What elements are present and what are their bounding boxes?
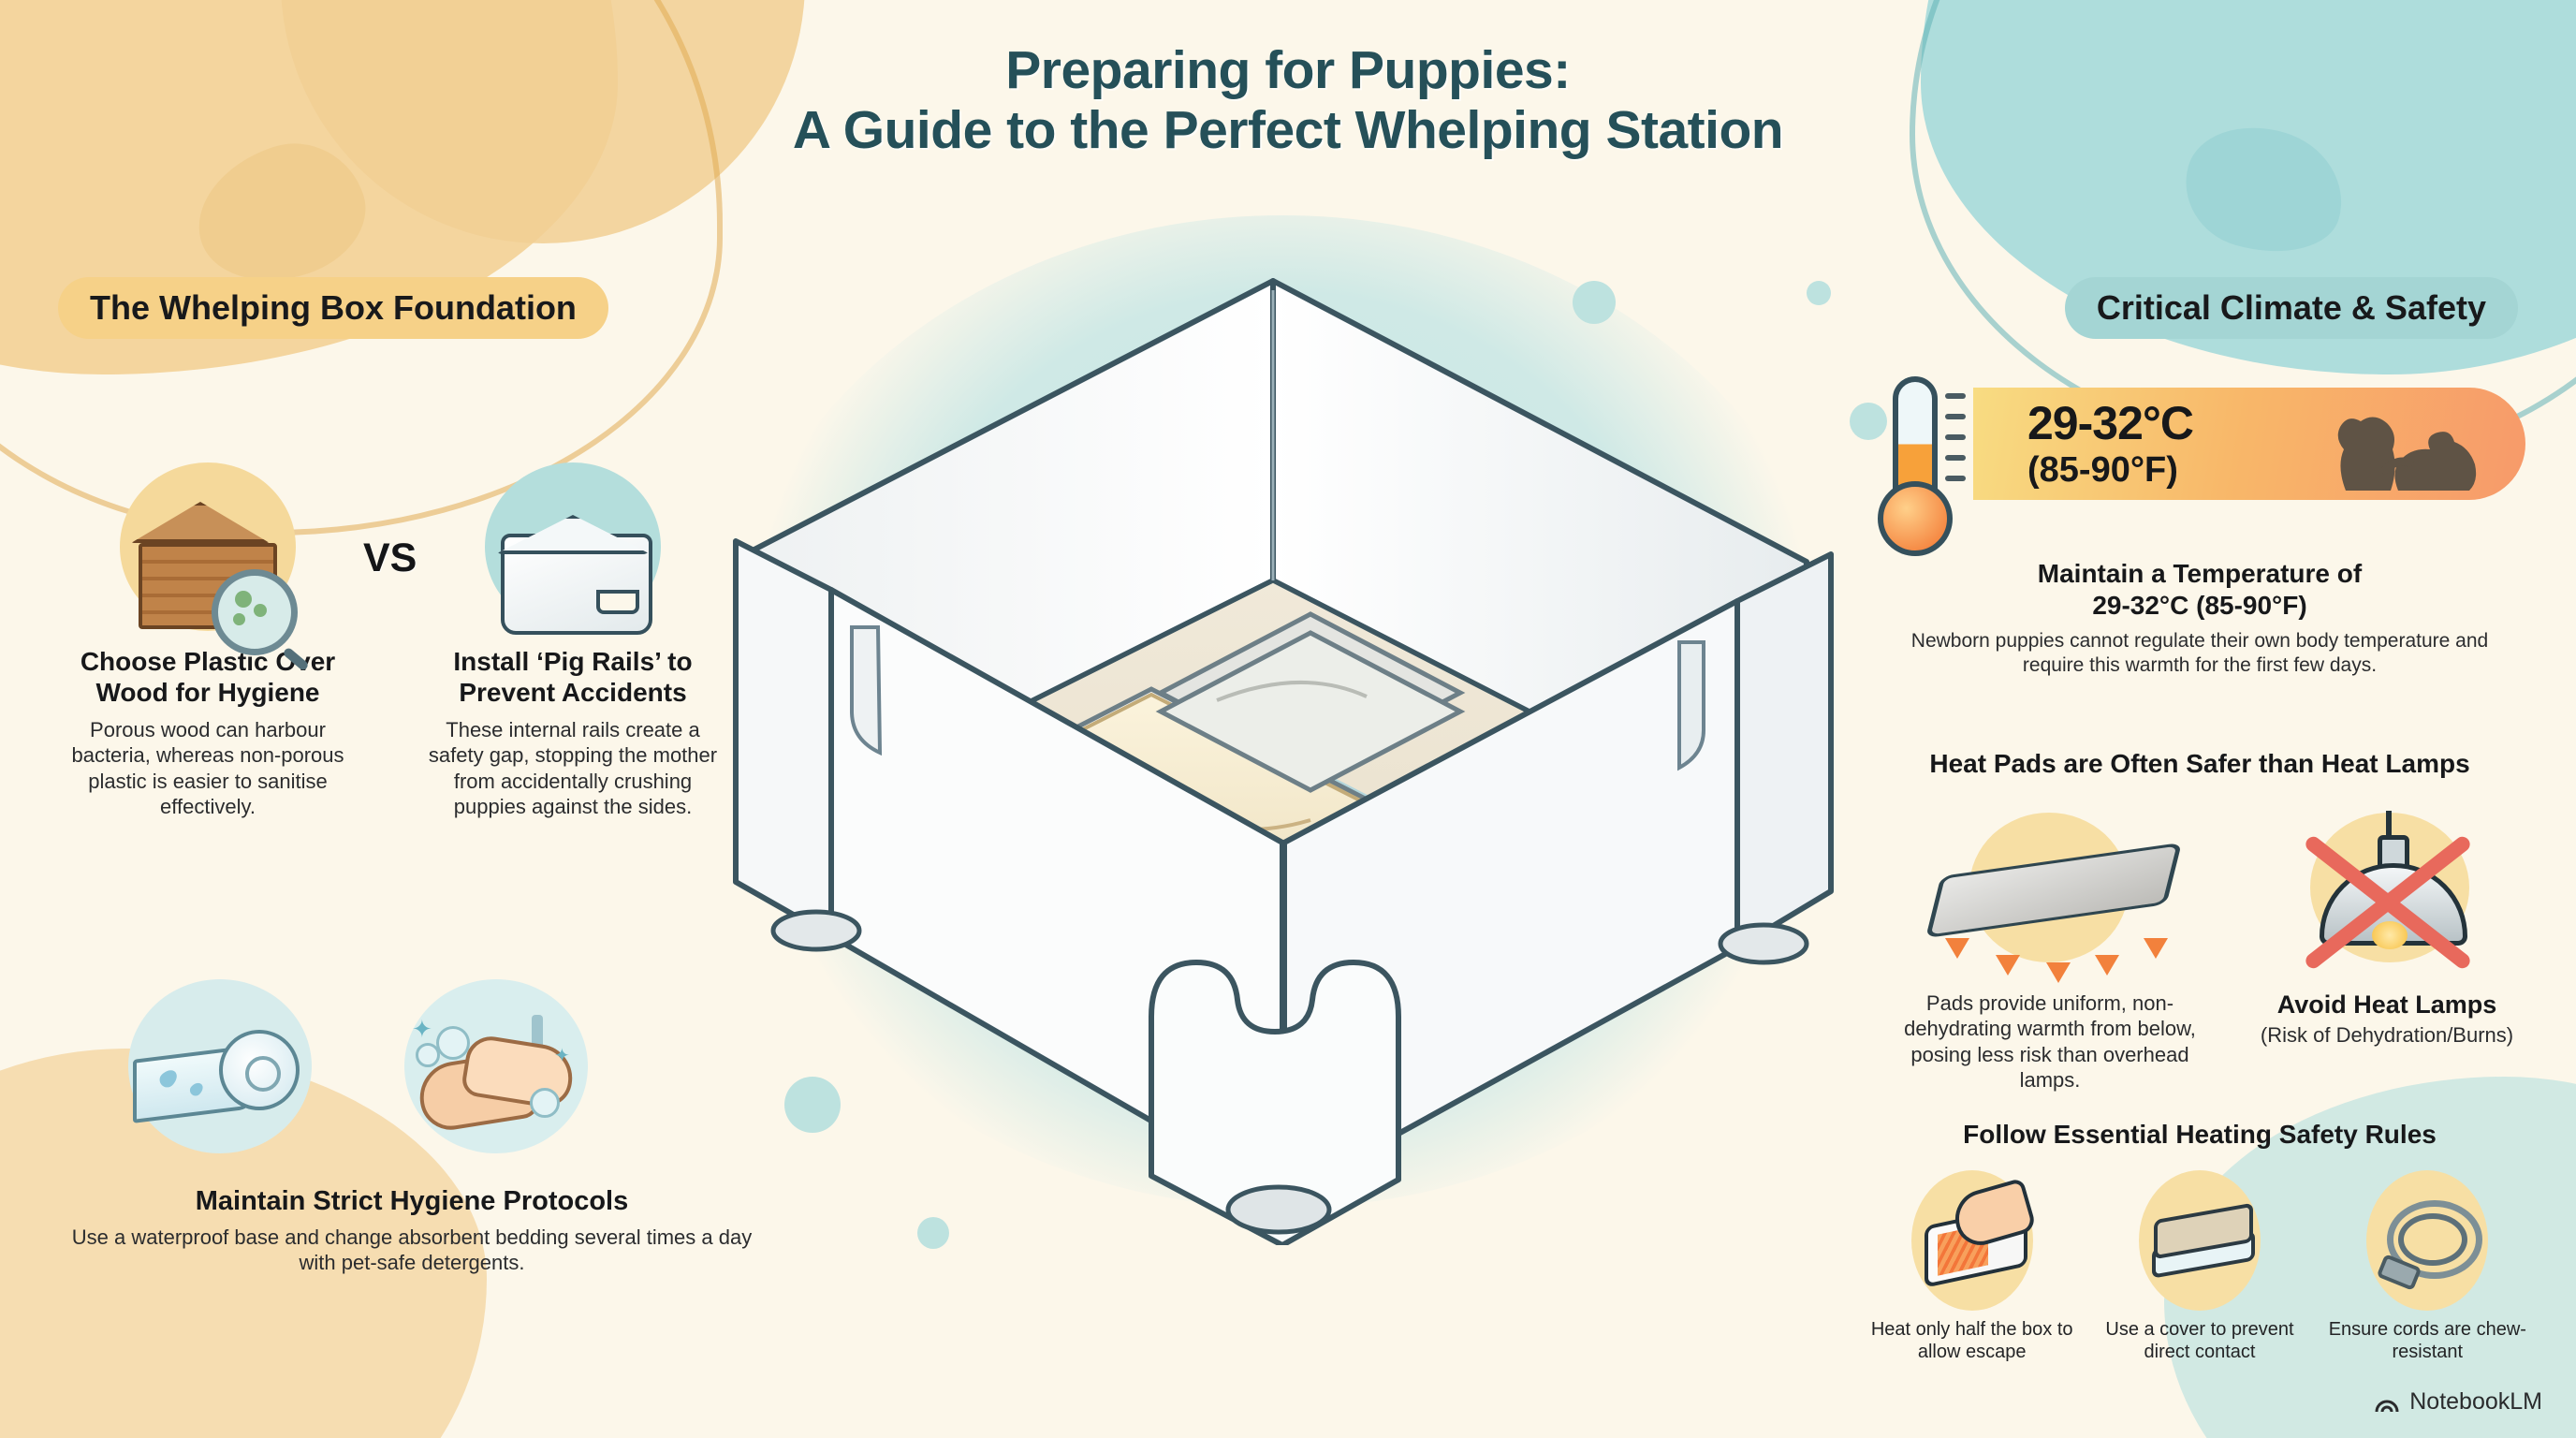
temperature-heading-line2: 29-32°C (85-90°F) [2092,591,2307,621]
heat-lamp-crossed-out-icon [2276,811,2501,983]
sparkle-icon: ✦ [554,1046,570,1066]
plastic-tub-icon [495,509,652,635]
box-entry-notch [1149,960,1401,1248]
soap-bubble [436,1026,470,1060]
card-heading: Choose Plastic Over Wood for Hygiene [80,647,336,708]
hygiene-body: Use a waterproof base and change absorbe… [71,1225,753,1275]
safety-rules-row: Heat only half the box to allow escape U… [1858,1170,2541,1364]
temperature-caption: Maintain a Temperature of 29-32°C (85-90… [1900,558,2499,678]
lamp-cord [2386,811,2392,843]
safety-rule-item: Use a cover to prevent direct contact [2086,1170,2313,1364]
washing-hands-icon-wrap: ✦ ✦ [374,974,618,1170]
pig-rail-left [850,625,883,756]
safety-rule-caption: Heat only half the box to allow escape [1870,1319,2073,1363]
thermometer-tick [1945,414,1966,419]
notebooklm-logo-icon [2375,1400,2399,1412]
heat-pad-icon [1910,816,2190,985]
temperature-badge: 29-32°C (85-90°F) [1973,388,2525,500]
heat-lamp-heading: Avoid Heat Lamps [2276,990,2497,1019]
temperature-heading-line1: Maintain a Temperature of [2037,559,2363,588]
heat-pad-icon-wrap [1891,803,2209,990]
thermometer-tick [1945,455,1966,461]
safety-rule-caption: Use a cover to prevent direct contact [2105,1319,2294,1363]
magnifier-icon [212,569,298,655]
heat-pad-surface [1925,842,2182,939]
germ-dot [235,591,252,608]
folded-blanket [1155,611,1466,793]
lamp-bulb [2372,921,2408,949]
soap-bubble [530,1088,560,1118]
washing-hands-icon: ✦ ✦ [412,1015,578,1137]
pig-rail-right [1677,640,1705,771]
section-header-critical-climate-safety: Critical Climate & Safety [2064,277,2518,339]
heat-lamp-column: Avoid Heat Lamps (Risk of Dehydration/Bu… [2237,803,2537,1048]
vs-label: VS [363,536,417,580]
absorbent-roll-icon [133,1020,300,1131]
tub-notch [596,590,639,614]
crate-icon-wrap [58,455,358,655]
safety-rule-caption: Ensure cords are chew-resistant [2328,1319,2526,1363]
cord-coil-inner [2398,1213,2468,1266]
heat-lamp-subtext: (Risk of Dehydration/Burns) [2260,1022,2514,1047]
sparkle-icon: ✦ [412,1015,432,1043]
safety-rule-item: Ensure cords are chew-resistant [2314,1170,2541,1364]
heat-arrow-icon [2046,962,2071,983]
watermark: NotebookLM [2374,1388,2542,1416]
thermometer-icon [1872,376,1966,564]
card-pig-rails: Install ‘Pig Rails’ to Prevent Accidents… [423,455,723,819]
box-foot-left [770,909,862,952]
section-header-whelping-box-foundation: The Whelping Box Foundation [58,277,608,339]
whelping-box-illustration: Pet-Safe Detergent [711,187,1872,1248]
watermark-label: NotebookLM [2409,1388,2542,1415]
card-body: These internal rails create a safety gap… [428,718,718,818]
box-foot-right [1718,922,1809,965]
card-heading: Install ‘Pig Rails’ to Prevent Accidents [453,647,693,708]
heat-section-heading: Heat Pads are Often Safer than Heat Lamp… [1929,749,2470,778]
page-title-line1: Preparing for Puppies: [1005,40,1571,100]
pad-cover-icon [2138,1170,2261,1311]
temperature-values: 29-32°C (85-90°F) [2027,397,2194,490]
cord-coil-outer [2387,1200,2483,1279]
heat-arrow-icon [1996,955,2020,976]
heat-arrow-icon [2095,955,2119,976]
absorbent-roll-icon-wrap [103,974,328,1170]
thermometer-tick [1945,434,1966,440]
heat-pad-body: Pads provide uniform, non-dehydrating wa… [1904,991,2196,1092]
temperature-body: Newborn puppies cannot regulate their ow… [1910,630,2489,677]
box-foot-front [1225,1184,1332,1235]
temperature-badge-row: 29-32°C (85-90°F) [1872,376,2527,556]
heat-lamp-icon-wrap [2237,803,2537,990]
safety-rule-item: Heat only half the box to allow escape [1858,1170,2086,1364]
crate-top [131,502,270,543]
page-title: Preparing for Puppies: A Guide to the Pe… [0,40,2576,161]
temperature-fahrenheit: (85-90°F) [2027,450,2178,490]
roll-core [219,1030,300,1110]
two-puppies-silhouette-icon [2337,417,2477,491]
heat-pad-column: Pads provide uniform, non-dehydrating wa… [1891,803,2209,1093]
germ-dot [233,613,245,625]
thermometer-bulb [1878,481,1953,556]
heat-arrow-icon [2144,938,2168,959]
hand-on-heat-pad-icon [1910,1170,2038,1311]
wooden-crate-with-magnifier-icon [131,502,298,655]
card-choose-plastic: Choose Plastic Over Wood for Hygiene Por… [58,455,358,819]
temperature-celsius: 29-32°C [2027,397,2194,449]
plastic-tub-icon-wrap [423,455,723,635]
heat-arrow-icon [1945,938,1969,959]
soap-bubble [416,1043,440,1067]
thermometer-tick [1945,393,1966,399]
germ-dot [254,604,267,617]
card-body: Porous wood can harbour bacteria, wherea… [71,718,344,818]
thermometer-tick [1945,476,1966,481]
page-title-line2: A Guide to the Perfect Whelping Station [792,99,1784,160]
hygiene-heading: Maintain Strict Hygiene Protocols [195,1186,629,1216]
coiled-cord-icon [2366,1170,2489,1311]
rules-section-heading: Follow Essential Heating Safety Rules [1963,1120,2437,1149]
hygiene-protocols-block: Maintain Strict Hygiene Protocols Use a … [56,1185,768,1276]
